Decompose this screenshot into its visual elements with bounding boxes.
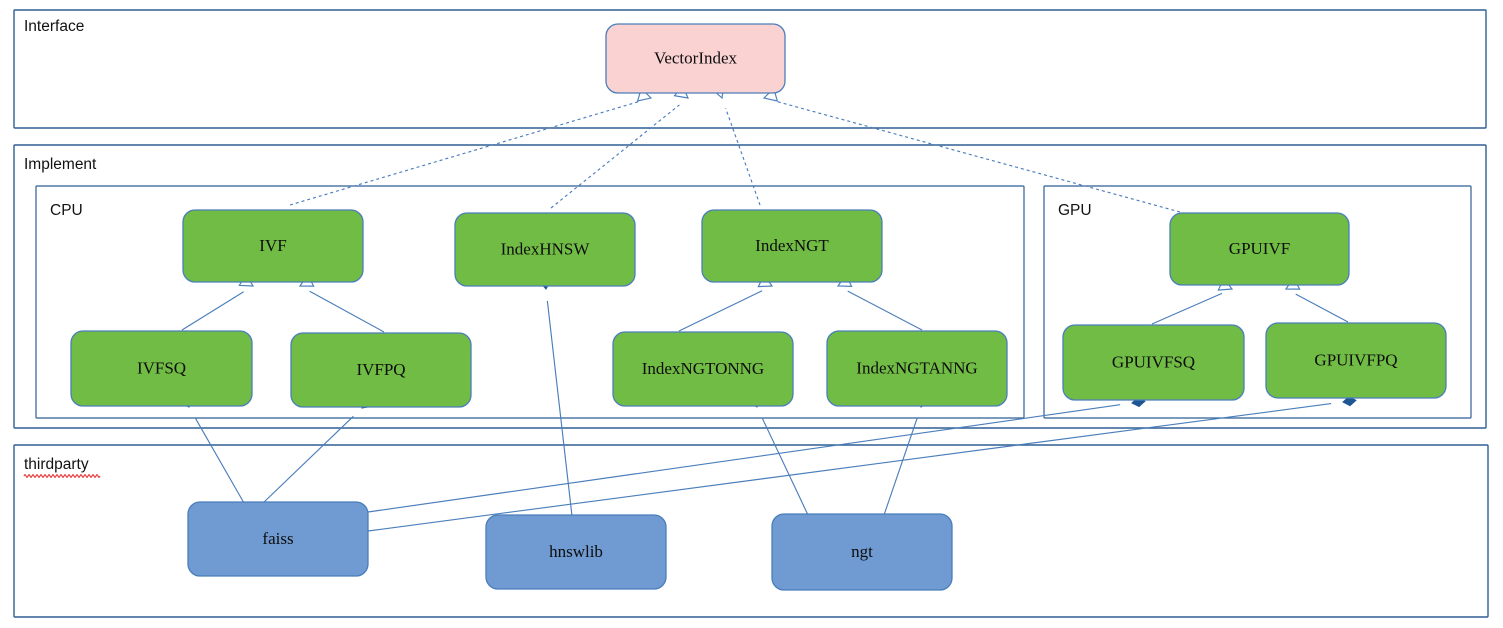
edge-line-ngt-composes-indexngtonng: [761, 417, 809, 516]
edge-faiss-composes-ivfsq: [181, 394, 245, 504]
container-border-interface: [13, 9, 1487, 129]
container-border-cpu: [35, 185, 1025, 419]
node-label-gpuivfpq: GPUIVFPQ: [1314, 350, 1397, 369]
edge-ngt-composes-indexngtanng: [883, 393, 928, 516]
node-label-faiss: faiss: [262, 529, 293, 548]
edge-line-ngt-composes-indexngtanng: [883, 418, 918, 516]
node-box-indexngt[interactable]: [701, 209, 883, 283]
node-box-gpuivf[interactable]: [1169, 212, 1350, 286]
node-vectorindex[interactable]: VectorIndex: [605, 23, 786, 94]
node-label-indexngt: IndexNGT: [755, 236, 829, 255]
edge-line-gpuivfsq-extends-gpuivf: [1151, 292, 1223, 325]
edge-line-gpuivf-realizes-vectorindex: [774, 100, 1181, 213]
node-label-ngt: ngt: [851, 542, 873, 561]
container-label-cpu: CPU: [50, 202, 83, 219]
edge-line-indexngtonng-extends-indexngt: [678, 290, 763, 332]
container-cpu: CPU: [35, 185, 1025, 419]
edge-line-ivf-realizes-vectorindex: [289, 100, 641, 206]
node-gpuivf[interactable]: GPUIVF: [1169, 212, 1350, 286]
edge-indexhnsw-realizes-vectorindex: [550, 84, 689, 209]
edge-line-indexngtanng-extends-indexngt: [847, 290, 923, 331]
edge-line-ivfsq-extends-ivf: [181, 291, 244, 331]
node-label-vectorindex: VectorIndex: [654, 48, 738, 67]
node-label-hnswlib: hnswlib: [549, 542, 603, 561]
container-label-thirdparty: thirdparty: [24, 456, 89, 473]
edge-ngt-composes-indexngtonng: [749, 394, 809, 516]
node-box-vectorindex[interactable]: [605, 23, 786, 94]
node-box-indexngtonng[interactable]: [612, 331, 794, 407]
edge-line-faiss-composes-ivfsq: [194, 417, 245, 504]
container-gpu: GPU: [1043, 185, 1472, 419]
node-box-ngt[interactable]: [771, 513, 953, 591]
node-label-ivf: IVF: [259, 236, 286, 255]
container-label-gpu: GPU: [1058, 202, 1092, 219]
edge-line-ivfpq-extends-ivf: [309, 290, 385, 333]
node-box-faiss[interactable]: [187, 501, 369, 577]
node-label-indexhnsw: IndexHNSW: [501, 239, 591, 258]
container-implement: Implement: [13, 144, 1487, 429]
node-faiss[interactable]: faiss: [187, 501, 369, 577]
edge-line-faiss-composes-ivfpq: [261, 415, 354, 505]
node-box-ivfsq[interactable]: [70, 330, 253, 407]
edge-indexngtanng-extends-indexngt: [836, 273, 923, 331]
node-label-gpuivfsq: GPUIVFSQ: [1112, 352, 1195, 371]
edge-hnswlib-composes-indexhnsw: [540, 275, 573, 517]
node-box-hnswlib[interactable]: [485, 514, 667, 590]
container-border-thirdparty: [13, 444, 1489, 618]
edge-gpuivf-realizes-vectorindex: [762, 87, 1181, 213]
node-indexngt[interactable]: IndexNGT: [701, 209, 883, 283]
node-indexhnsw[interactable]: IndexHNSW: [454, 212, 636, 287]
edge-line-faiss-composes-gpuivfpq: [367, 403, 1332, 532]
edge-indexngtonng-extends-indexngt: [678, 273, 774, 332]
node-box-indexngtanng[interactable]: [826, 330, 1008, 407]
container-label-interface: Interface: [24, 18, 84, 35]
node-label-indexngtonng: IndexNGTONNG: [642, 359, 764, 378]
node-ivfpq[interactable]: IVFPQ: [290, 332, 472, 408]
container-label-implement: Implement: [24, 156, 97, 173]
node-label-ivfsq: IVFSQ: [137, 358, 186, 377]
edge-faiss-composes-gpuivfpq: [367, 396, 1357, 532]
node-box-ivfpq[interactable]: [290, 332, 472, 408]
node-box-gpuivfpq[interactable]: [1265, 322, 1447, 399]
node-label-ivfpq: IVFPQ: [356, 360, 405, 379]
node-indexngtonng[interactable]: IndexNGTONNG: [612, 331, 794, 407]
node-indexngtanng[interactable]: IndexNGTANNG: [826, 330, 1008, 407]
node-box-gpuivfsq[interactable]: [1062, 324, 1245, 401]
edge-faiss-composes-ivfpq: [261, 398, 372, 505]
node-box-indexhnsw[interactable]: [454, 212, 636, 287]
edge-line-faiss-composes-gpuivfsq: [367, 404, 1121, 513]
edge-line-gpuivfpq-extends-gpuivf: [1295, 293, 1349, 323]
container-thirdparty: thirdparty: [13, 444, 1489, 618]
node-gpuivfpq[interactable]: GPUIVFPQ: [1265, 322, 1447, 399]
edge-line-indexhnsw-realizes-vectorindex: [550, 104, 680, 209]
edge-ivfpq-extends-ivf: [298, 273, 385, 333]
node-gpuivfsq[interactable]: GPUIVFSQ: [1062, 324, 1245, 401]
edge-ivf-realizes-vectorindex: [289, 87, 653, 206]
node-label-gpuivf: GPUIVF: [1229, 239, 1290, 258]
edge-line-indexngt-realizes-vectorindex: [725, 108, 761, 206]
node-ngt[interactable]: ngt: [771, 513, 953, 591]
node-ivf[interactable]: IVF: [182, 209, 364, 283]
node-label-indexngtanng: IndexNGTANNG: [856, 358, 977, 377]
spellcheck-underline-thirdparty: [23, 474, 101, 478]
node-hnswlib[interactable]: hnswlib: [485, 514, 667, 590]
edges-layer: [181, 83, 1357, 532]
container-interface: Interface: [13, 9, 1487, 129]
node-box-ivf[interactable]: [182, 209, 364, 283]
container-border-implement: [13, 144, 1487, 429]
node-ivfsq[interactable]: IVFSQ: [70, 330, 253, 407]
edge-faiss-composes-gpuivfsq: [367, 397, 1146, 513]
edge-line-hnswlib-composes-indexhnsw: [546, 300, 573, 517]
container-border-gpu: [1043, 185, 1472, 419]
